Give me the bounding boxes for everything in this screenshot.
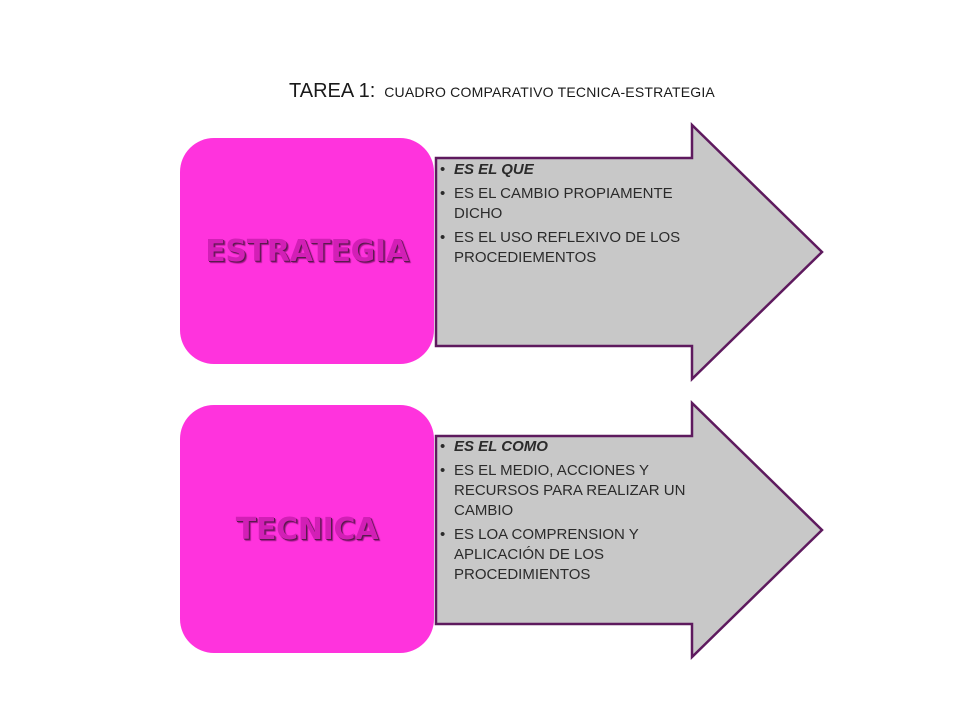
title-main: TAREA 1:: [289, 80, 376, 102]
list-item: • ES EL MEDIO, ACCIONES Y RECURSOS PARA …: [440, 462, 686, 519]
bullet-icon: •: [440, 229, 446, 246]
tecnica-points: • ES EL COMO • ES EL MEDIO, ACCIONES Y R…: [436, 437, 706, 589]
bullet-icon: •: [440, 185, 446, 202]
list-item: • ES EL QUE: [440, 161, 534, 178]
bullet-icon: •: [440, 462, 446, 479]
slide-title: TAREA 1: CUADRO COMPARATIVO TECNICA-ESTR…: [289, 68, 715, 105]
bullet-icon: •: [440, 161, 446, 178]
title-sub: CUADRO COMPARATIVO TECNICA-ESTRATEGIA: [384, 84, 715, 100]
tecnica-label: TECNICA: [235, 511, 379, 547]
bullet-icon: •: [440, 438, 446, 455]
list-item: • ES EL COMO: [440, 438, 548, 455]
tecnica-label-box: TECNICA: [180, 405, 434, 653]
estrategia-points: • ES EL QUE • ES EL CAMBIO PROPIAMENTE D…: [436, 160, 706, 272]
list-item: • ES EL USO REFLEXIVO DE LOS PROCEDIEMEN…: [440, 229, 681, 266]
list-item: • ES LOA COMPRENSION Y APLICACIÓN DE LOS…: [440, 526, 639, 583]
estrategia-label-box: ESTRATEGIA: [180, 138, 434, 364]
list-item: • ES EL CAMBIO PROPIAMENTE DICHO: [440, 185, 673, 222]
estrategia-label: ESTRATEGIA: [205, 233, 409, 269]
bullet-icon: •: [440, 526, 446, 543]
